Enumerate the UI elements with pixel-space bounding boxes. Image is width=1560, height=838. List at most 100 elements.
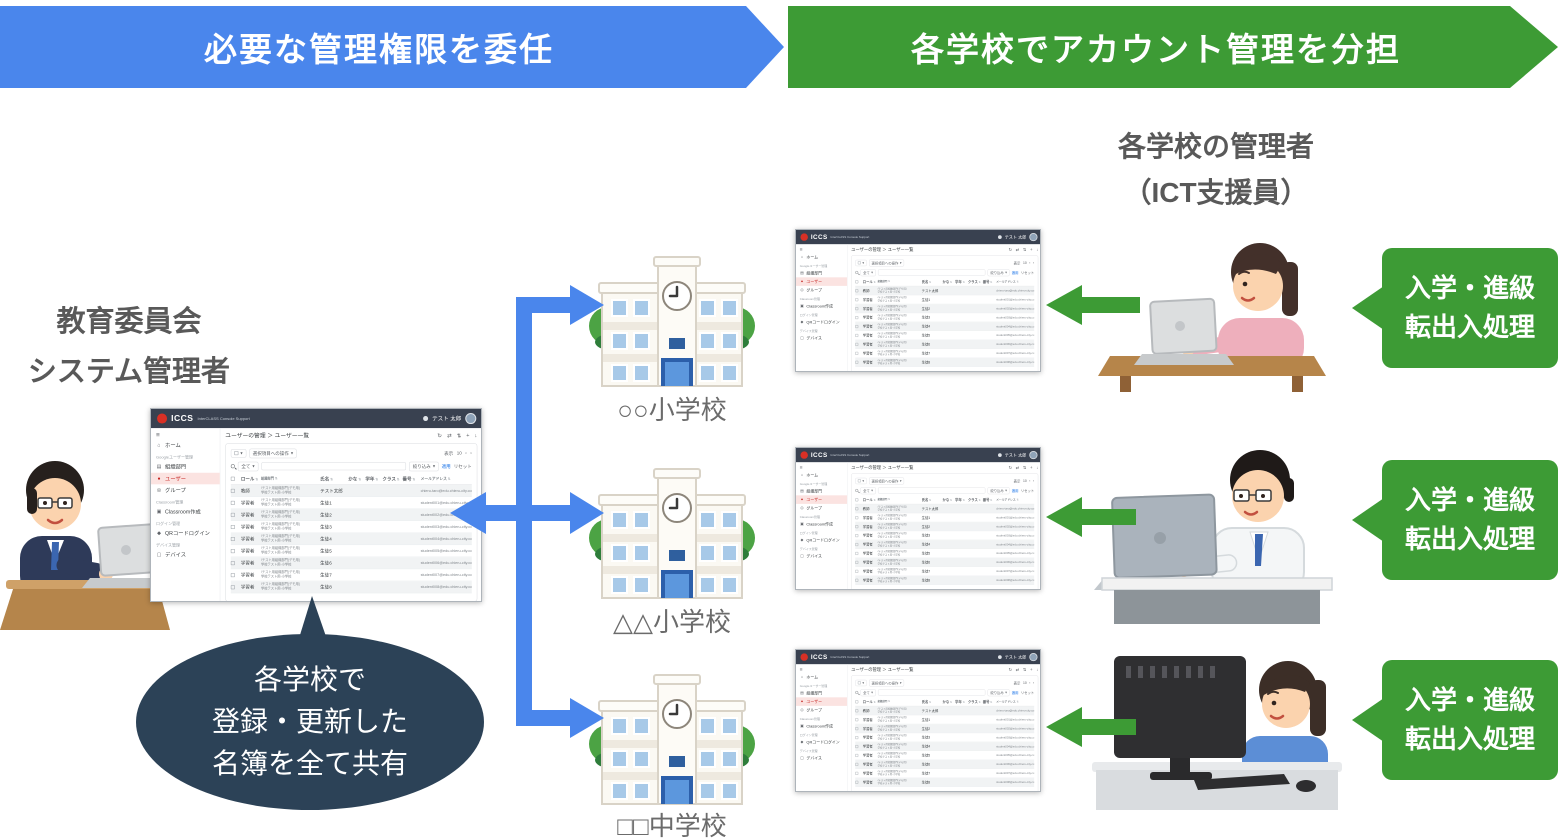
console-sidebar-item[interactable]: ◎グループ: [796, 286, 847, 295]
next-page-icon[interactable]: ›: [1033, 680, 1035, 685]
row-checkbox[interactable]: [855, 298, 859, 301]
console-sidebar-item[interactable]: ▣Classroom作成: [796, 722, 847, 731]
row-checkbox[interactable]: [855, 306, 859, 310]
table-header-cell[interactable]: 番号⇅: [982, 699, 993, 704]
search-scope-dropdown[interactable]: 全て▾: [860, 688, 876, 697]
row-checkbox[interactable]: [855, 578, 859, 582]
refresh-icon[interactable]: ↻: [1008, 247, 1013, 253]
table-header-cell[interactable]: 学年⇅: [955, 699, 965, 704]
row-checkbox[interactable]: [855, 533, 859, 537]
sort-icon[interactable]: ⇅: [1022, 247, 1027, 253]
row-checkbox[interactable]: [855, 718, 859, 721]
table-header-cell[interactable]: かな⇅: [348, 476, 362, 482]
add-icon[interactable]: +: [1030, 465, 1033, 470]
page-size-value[interactable]: 10: [456, 450, 462, 456]
row-checkbox[interactable]: [230, 500, 235, 505]
console-sidebar-item[interactable]: ▢デバイス: [796, 334, 847, 343]
table-header-cell[interactable]: メールアドレス⇅: [996, 497, 1019, 502]
table-header-cell[interactable]: 氏名⇅: [921, 699, 932, 704]
download-icon[interactable]: ↓: [1036, 465, 1039, 470]
console-sidebar-item[interactable]: ⌂ホーム: [796, 673, 847, 682]
table-header-cell[interactable]: 氏名⇅: [921, 497, 932, 502]
table-header-cell[interactable]: メールアドレス⇅: [420, 476, 451, 481]
row-checkbox[interactable]: [855, 780, 859, 784]
row-checkbox[interactable]: [855, 771, 859, 775]
table-header-cell[interactable]: 組織部門⇅: [877, 700, 891, 703]
table-header-cell[interactable]: 学年⇅: [365, 476, 379, 482]
apply-button[interactable]: 適用: [1011, 690, 1019, 695]
console-user-avatar[interactable]: [465, 413, 477, 425]
sort-icon[interactable]: ⇅: [1022, 465, 1027, 471]
select-all-dropdown[interactable]: ▾: [230, 448, 247, 458]
console-sidebar-item[interactable]: ◎グループ: [151, 484, 220, 496]
header-checkbox[interactable]: [855, 700, 859, 704]
row-checkbox[interactable]: [855, 753, 859, 757]
filter-dropdown[interactable]: 絞り込み▾: [987, 268, 1010, 277]
sort-icon[interactable]: ⇅: [456, 432, 462, 439]
search-input[interactable]: [877, 689, 986, 696]
row-checkbox[interactable]: [855, 551, 859, 555]
page-size-value[interactable]: 10: [1022, 260, 1027, 265]
bulk-action-dropdown[interactable]: 選択項目への操作▾: [249, 448, 297, 458]
row-checkbox[interactable]: [855, 709, 859, 713]
table-header-cell[interactable]: ロール⇅: [862, 699, 876, 704]
console-sidebar-item[interactable]: ▤組織部門: [151, 461, 220, 473]
table-header-cell[interactable]: ロール⇅: [862, 497, 876, 502]
table-header-cell[interactable]: メールアドレス⇅: [996, 279, 1019, 284]
console-sidebar-item[interactable]: ●ユーザー: [796, 697, 848, 706]
console-user-avatar[interactable]: [1029, 652, 1038, 662]
table-header-cell[interactable]: 番号⇅: [982, 279, 993, 284]
next-page-icon[interactable]: ›: [1033, 260, 1035, 265]
console-sidebar-item[interactable]: ◎グループ: [796, 504, 847, 513]
refresh-icon[interactable]: ↻: [1008, 667, 1013, 673]
row-checkbox[interactable]: [855, 524, 859, 528]
add-icon[interactable]: +: [1030, 667, 1033, 672]
table-header-cell[interactable]: かな⇅: [942, 699, 953, 704]
console-sidebar-item[interactable]: ▤組織部門: [796, 487, 847, 496]
console-sidebar-item[interactable]: ▢デバイス: [796, 754, 847, 763]
menu-icon[interactable]: ≡: [799, 666, 803, 672]
table-header-cell[interactable]: クラス⇅: [967, 699, 981, 704]
row-checkbox[interactable]: [230, 524, 235, 529]
console-sidebar-item[interactable]: ▤組織部門: [796, 689, 847, 698]
row-checkbox[interactable]: [855, 744, 859, 748]
table-header-cell[interactable]: ロール⇅: [240, 476, 259, 482]
table-header-cell[interactable]: かな⇅: [942, 279, 953, 284]
search-scope-dropdown[interactable]: 全て▾: [860, 268, 876, 277]
table-header-cell[interactable]: 番号⇅: [402, 476, 416, 482]
row-checkbox[interactable]: [855, 569, 859, 573]
table-header-cell[interactable]: 組織部門⇅: [877, 280, 891, 283]
refresh-icon[interactable]: ↻: [437, 432, 442, 439]
reset-button[interactable]: リセット: [453, 463, 472, 469]
row-checkbox[interactable]: [230, 512, 235, 517]
console-sidebar-item[interactable]: ◆QRコードログイン: [796, 738, 847, 747]
table-header-cell[interactable]: クラス⇅: [382, 476, 400, 482]
table-header-cell[interactable]: 学年⇅: [955, 279, 965, 284]
row-checkbox[interactable]: [855, 560, 859, 564]
row-checkbox[interactable]: [855, 507, 859, 511]
console-sidebar-item[interactable]: ◎グループ: [796, 706, 847, 715]
filter-dropdown[interactable]: 絞り込み▾: [987, 486, 1010, 495]
row-checkbox[interactable]: [855, 360, 859, 364]
bulk-action-dropdown[interactable]: 選択項目への操作▾: [868, 679, 905, 687]
row-checkbox[interactable]: [855, 762, 859, 766]
swap-icon[interactable]: ⇄: [1015, 465, 1020, 471]
select-all-dropdown[interactable]: ▾: [855, 259, 867, 266]
table-header-cell[interactable]: 氏名⇅: [921, 279, 932, 284]
table-header-cell[interactable]: クラス⇅: [967, 279, 981, 284]
table-header-cell[interactable]: 番号⇅: [982, 497, 993, 502]
table-header-cell[interactable]: 組織部門⇅: [877, 498, 891, 501]
row-checkbox[interactable]: [230, 584, 235, 589]
row-checkbox[interactable]: [230, 488, 235, 493]
